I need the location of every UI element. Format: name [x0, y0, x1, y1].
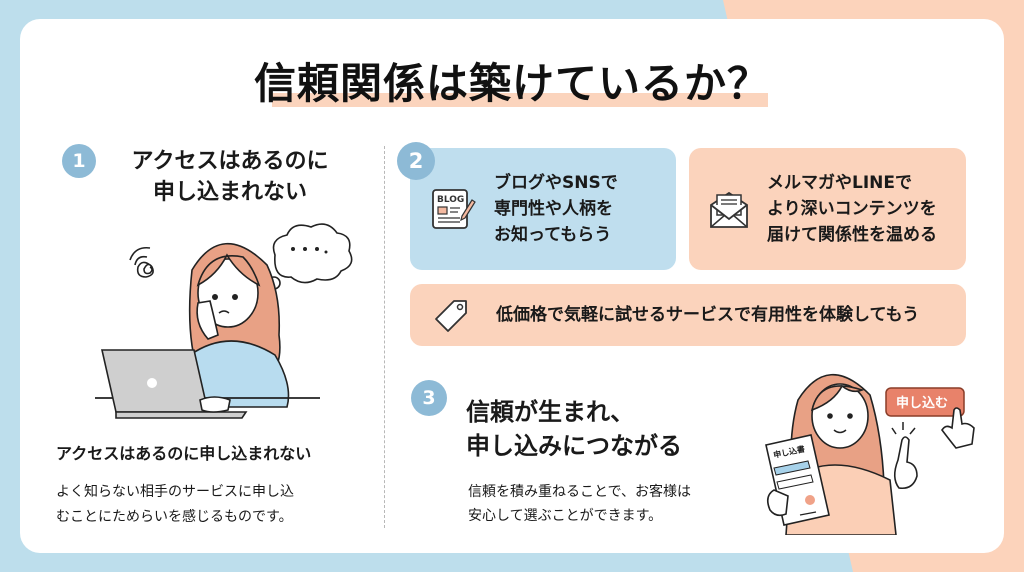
page-title: 信頼関係は築けているか？ — [253, 59, 770, 108]
step-2-badge: 2 — [397, 142, 435, 180]
blog-sns-box: BLOG ブログやSNSで 専門性や人柄を お知ってもらう — [410, 148, 676, 270]
step-1-badge: 1 — [62, 144, 96, 178]
step-3-body: 信頼を積み重ねることで、お客様は 安心して選ぶことができます。 — [468, 484, 692, 524]
sparkle-lines — [891, 422, 916, 435]
step-1-heading: アクセスはあるのに 申し込まれない — [131, 149, 329, 205]
newsletter-line-text: メルマガやLINEで より深いコンテンツを 届けて関係性を温める — [767, 173, 937, 245]
title-highlight — [271, 93, 768, 107]
blog-sns-text: ブログやSNSで 専門性や人柄を お知ってもらう — [494, 173, 618, 245]
section-divider — [384, 146, 385, 528]
trial-service-box: 低価格で気軽に試せるサービスで有用性を体験してもう — [410, 284, 966, 346]
smiling-woman-illustration: 申し込書 申し込む — [765, 373, 975, 535]
title-wrap: 信頼関係は築けているか？ — [0, 50, 1024, 111]
step-3-heading: 信頼が生まれ、 申し込みにつながる — [466, 398, 682, 460]
svg-text:申し込む: 申し込む — [896, 395, 948, 411]
trial-service-text: 低価格で気軽に試せるサービスで有用性を体験してもう — [496, 305, 920, 325]
blog-icon: BLOG — [432, 189, 476, 229]
price-tag-icon — [435, 300, 467, 332]
laptop-icon — [100, 349, 248, 419]
newsletter-line-box: メルマガやLINEで より深いコンテンツを 届けて関係性を温める — [689, 148, 966, 270]
apply-button-icon: 申し込む — [885, 387, 965, 417]
thought-dots — [291, 247, 328, 254]
pointer-hand-icon — [941, 407, 975, 449]
step-1-subheading: アクセスはあるのに申し込まれない — [56, 444, 312, 463]
envelope-icon — [710, 191, 748, 228]
step-3-badge: 3 — [411, 380, 447, 416]
worried-woman-illustration — [95, 223, 353, 419]
confusion-swirl-icon — [129, 246, 154, 278]
svg-text:BLOG: BLOG — [437, 195, 464, 205]
step-1-body: よく知らない相手のサービスに申し込 むことにためらいを感じるものです。 — [56, 484, 294, 525]
